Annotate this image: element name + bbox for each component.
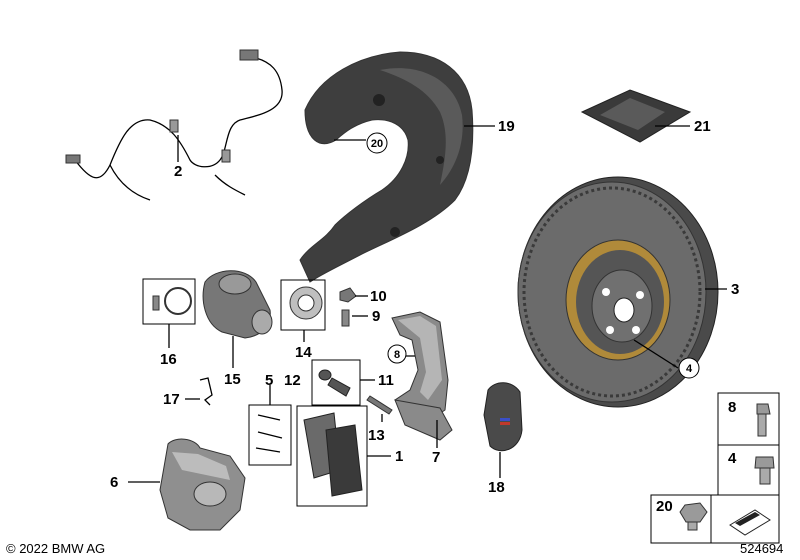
panel-cell-arrow [710, 494, 780, 544]
callout-5: 5 [265, 372, 273, 389]
caliper-carrier [391, 311, 453, 441]
bleeder-cap [339, 287, 357, 303]
brake-dust-shield [299, 51, 474, 283]
callout-19: 19 [498, 118, 515, 135]
guide-pin [366, 395, 393, 415]
sealing-sleeve [280, 279, 326, 331]
callout-10: 10 [370, 288, 387, 305]
circled-callouts: 20 4 8 [366, 132, 700, 379]
wear-sensor-cable [65, 49, 283, 201]
callout-15: 15 [224, 371, 241, 388]
retaining-clip [199, 377, 213, 406]
callout-16: 16 [160, 351, 177, 368]
circled-callout-8: 8 [394, 349, 400, 361]
o-ring-kit [142, 278, 196, 325]
callout-13: 13 [368, 427, 385, 444]
bleeder-valve [341, 309, 350, 327]
diagram-number: 524694 [740, 541, 783, 556]
brake-disc [517, 176, 719, 408]
callout-17: 17 [163, 391, 180, 408]
caliper-cover [483, 382, 523, 452]
leader-lines [128, 125, 727, 483]
callout-21: 21 [694, 118, 711, 135]
brake-pads [296, 405, 368, 507]
cover-cap [580, 89, 692, 143]
guide-pin-kit [311, 359, 361, 406]
panel-label-4: 4 [728, 450, 737, 467]
callout-9: 9 [372, 308, 380, 325]
callout-6: 6 [110, 474, 118, 491]
panel-label-20: 20 [656, 498, 673, 515]
callout-11: 11 [378, 372, 394, 389]
parking-brake-motor [202, 270, 273, 339]
spring-kit [248, 404, 292, 466]
copyright-text: © 2022 BMW AG [6, 541, 105, 556]
callout-18: 18 [488, 479, 505, 496]
circled-callout-20: 20 [371, 138, 383, 150]
callout-labels: 2 19 21 3 10 9 16 15 14 12 11 5 17 13 1 … [110, 118, 739, 515]
circled-callout-4: 4 [686, 363, 693, 375]
callout-2: 2 [174, 163, 182, 180]
hardware-panel [650, 392, 780, 544]
callout-1: 1 [395, 448, 403, 465]
callout-3: 3 [731, 281, 739, 298]
callout-14: 14 [295, 344, 312, 361]
brake-caliper [159, 438, 246, 531]
callout-7: 7 [432, 449, 440, 466]
panel-label-8: 8 [728, 399, 736, 416]
callout-12: 12 [284, 372, 301, 389]
